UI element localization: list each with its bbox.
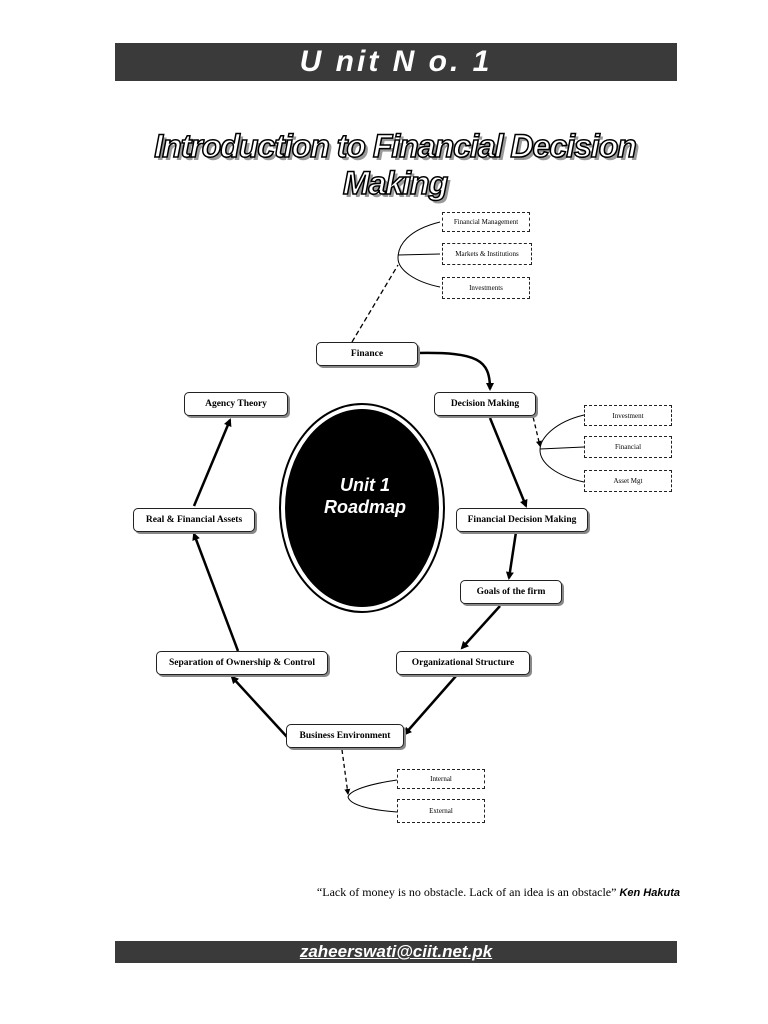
quote: “Lack of money is no obstacle. Lack of a… bbox=[300, 885, 680, 900]
page-title: Introduction to Financial Decision Makin… bbox=[153, 127, 637, 202]
center-label-line2: Roadmap bbox=[323, 497, 406, 517]
arrow-assets-agency bbox=[192, 418, 232, 507]
leaf-markets-institutions: Markets & Institutions bbox=[442, 243, 532, 265]
brace-finance bbox=[397, 221, 441, 288]
leaf-asset-mgt: Asset Mgt bbox=[584, 470, 672, 492]
arrow-fdm-goals bbox=[505, 531, 518, 580]
node-real-financial-assets: Real & Financial Assets bbox=[133, 508, 255, 532]
node-goals-of-firm: Goals of the firm bbox=[460, 580, 562, 604]
node-finance: Finance bbox=[316, 342, 418, 366]
leaf-investments: Investments bbox=[442, 277, 530, 299]
arrow-decision-fdm bbox=[488, 417, 528, 508]
leaf-external: External bbox=[397, 799, 485, 823]
brace-decision-mid bbox=[539, 446, 585, 450]
arrow-org-business bbox=[403, 675, 457, 736]
quote-author: Ken Hakuta bbox=[619, 887, 680, 899]
leaf-internal: Internal bbox=[397, 769, 485, 789]
node-agency-theory: Agency Theory bbox=[184, 392, 288, 416]
quote-text: “Lack of money is no obstacle. Lack of a… bbox=[316, 885, 617, 899]
dashed-business bbox=[341, 749, 351, 795]
center-label: Unit 1 Roadmap bbox=[290, 474, 440, 518]
unit-header: U nit N o. 1 bbox=[115, 43, 677, 81]
brace-business bbox=[347, 779, 398, 813]
node-separation-ownership-control: Separation of Ownership & Control bbox=[156, 651, 328, 675]
brace-decision bbox=[539, 414, 585, 483]
node-decision-making: Decision Making bbox=[434, 392, 536, 416]
node-business-environment: Business Environment bbox=[286, 724, 404, 748]
center-ellipse bbox=[285, 409, 439, 607]
leaf-financial-management: Financial Management bbox=[442, 212, 530, 232]
arrow-business-separation bbox=[230, 675, 289, 739]
dashed-finance bbox=[351, 264, 399, 343]
leaf-investment: Investment bbox=[584, 405, 672, 426]
node-financial-decision-making: Financial Decision Making bbox=[456, 508, 588, 532]
footer-email[interactable]: zaheerswati@ciit.net.pk bbox=[115, 941, 677, 963]
arrow-finance-decision bbox=[417, 351, 494, 391]
brace-finance-mid bbox=[397, 253, 441, 256]
leaf-financial: Financial bbox=[584, 436, 672, 458]
center-label-line1: Unit 1 bbox=[339, 475, 390, 495]
arrow-goals-org bbox=[460, 605, 501, 650]
arrow-separation-assets bbox=[192, 532, 240, 652]
node-organizational-structure: Organizational Structure bbox=[396, 651, 530, 675]
